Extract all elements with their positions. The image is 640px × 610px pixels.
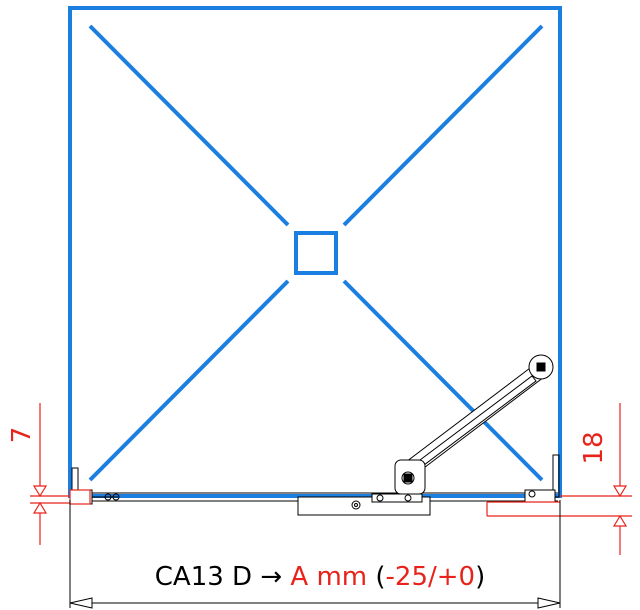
width-variable: A mm — [290, 562, 368, 592]
tray-outline — [68, 6, 562, 498]
arrow-glyph: → — [260, 562, 283, 592]
slope-line-bottom-right — [342, 279, 544, 482]
handle-knob — [351, 500, 361, 510]
left-offset-dimension — [30, 403, 91, 545]
tolerance: (-25/+0) — [375, 562, 486, 592]
right-wall-profile — [552, 454, 560, 498]
door-rail — [69, 454, 560, 516]
dimension-caption: CA13 D → A mm (-25/+0) — [0, 562, 640, 592]
model-code: CA13 D — [154, 562, 253, 592]
right-offset-label: 18 — [579, 431, 609, 464]
shower-tray — [68, 6, 562, 498]
stabilizer-arm — [394, 354, 554, 495]
drain-square — [294, 231, 338, 275]
left-offset-label: 7 — [7, 427, 37, 444]
slope-line-top-left — [88, 24, 290, 227]
slope-line-top-right — [342, 24, 544, 227]
overall-width-dimension — [69, 500, 561, 609]
slope-line-bottom-left — [88, 279, 290, 482]
